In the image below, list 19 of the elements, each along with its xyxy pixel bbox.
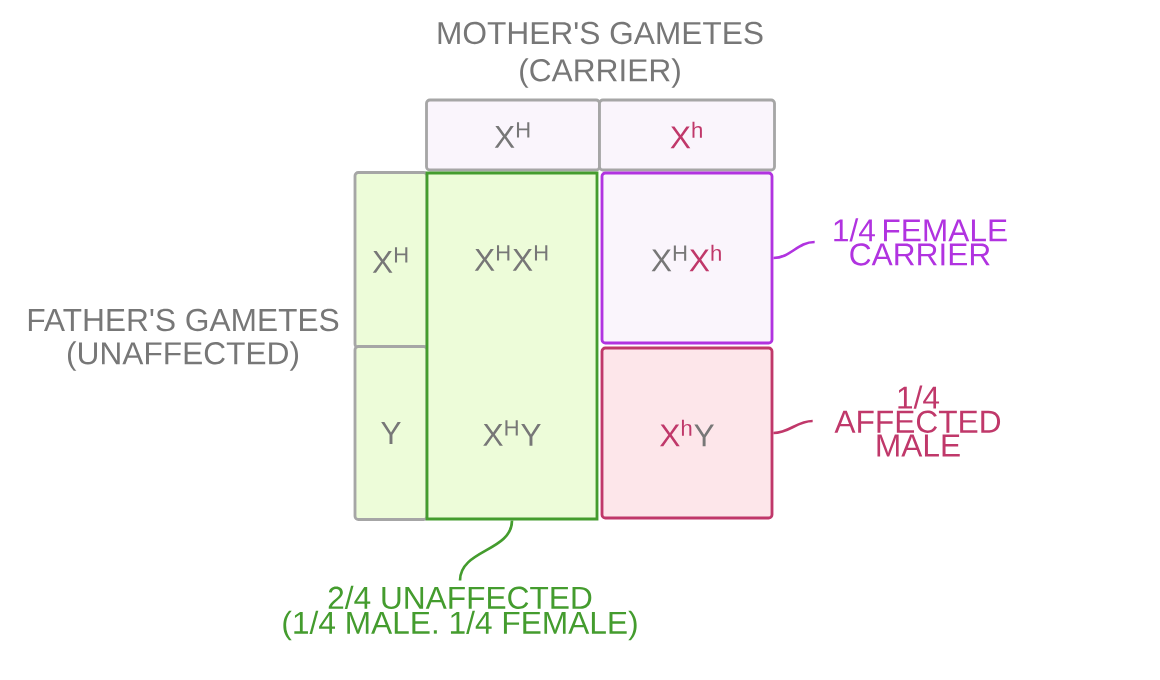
offspring-cell: X$^{H}$Y — [483, 420, 541, 446]
annotation-text: 1/4 AFFECTED MALE — [834, 385, 1001, 457]
leader-line — [773, 419, 813, 435]
axis-title: (UNAFFECTED) — [68, 341, 298, 371]
axis-title: MOTHER'S GAMETES — [438, 21, 763, 45]
row-header-cell: Y — [353, 345, 429, 521]
annotation-text: 1/4 FEMALE CARRIER — [834, 218, 1007, 266]
offspring-cell: X$^{H}$X$^{h}$ — [600, 171, 774, 345]
offspring-cell: X$^{h}$Y — [600, 346, 774, 520]
outlined-column-box — [425, 171, 599, 521]
annotation-text: 2/4 UNAFFECTED (1/4 MALE. 1/4 FEMALE) — [283, 585, 637, 641]
leader-line — [773, 240, 815, 260]
axis-title: (CARRIER) — [520, 58, 680, 88]
row-header-cell: X$^{H}$ — [353, 171, 429, 349]
leader-line — [458, 520, 514, 581]
axis-title: FATHER'S GAMETES — [28, 308, 339, 332]
column-header-cell: X$^{h}$ — [598, 98, 776, 172]
offspring-cell: X$^{H}$X$^{H}$ — [474, 245, 548, 271]
column-header-cell: X$^{H}$ — [425, 98, 601, 172]
